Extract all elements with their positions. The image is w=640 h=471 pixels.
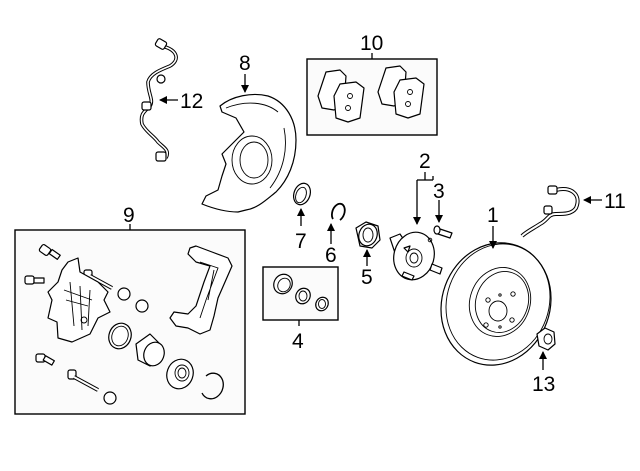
mounting-bolt-icon	[35, 353, 55, 366]
callout-4[interactable]: 4	[292, 330, 304, 353]
seal-ring-icon	[315, 296, 329, 312]
callout-9[interactable]: 9	[123, 204, 135, 227]
callout-3[interactable]: 3	[433, 180, 445, 203]
callout-8[interactable]: 8	[239, 52, 251, 75]
callout-1[interactable]: 1	[487, 204, 499, 227]
brake-hose-icon	[520, 185, 580, 238]
callout-12[interactable]: 12	[180, 90, 203, 113]
bushing-icon	[103, 391, 117, 405]
bleeder-bolt-icon	[38, 244, 61, 260]
abs-sensor-icon	[139, 38, 178, 162]
caliper-bracket-icon	[169, 245, 233, 335]
bushing-icon	[117, 287, 131, 301]
wheel-bearing-icon	[355, 221, 381, 249]
dust-boot-icon	[166, 358, 194, 390]
dust-seal-icon	[292, 182, 312, 206]
snap-ring-icon	[331, 202, 346, 221]
guide-pin-lower-icon	[67, 369, 99, 392]
splash-shield-icon	[201, 93, 297, 213]
callout-13[interactable]: 13	[532, 373, 555, 396]
caliper-body-icon	[47, 257, 111, 343]
retaining-ring-icon	[201, 372, 224, 400]
caliper-assembly-group[interactable]	[14, 224, 246, 415]
brake-rotor-icon	[440, 242, 552, 366]
seal-kit-group[interactable]	[262, 266, 339, 326]
callout-11[interactable]: 11	[604, 190, 626, 213]
bleeder-screw-icon	[24, 275, 45, 285]
lug-nut-icon	[536, 327, 556, 351]
callout-6[interactable]: 6	[325, 244, 337, 267]
bushing-icon	[135, 299, 149, 313]
callout-10[interactable]: 10	[360, 32, 383, 55]
brake-pad-icon	[377, 65, 425, 119]
callout-7[interactable]: 7	[295, 230, 307, 253]
seal-ring-icon	[273, 273, 293, 295]
wheel-stud-icon	[433, 225, 453, 239]
brake-pad-icon	[317, 69, 365, 123]
brake-pads-group[interactable]	[306, 53, 438, 136]
hub-assembly-icon	[389, 231, 443, 281]
callout-5[interactable]: 5	[361, 266, 373, 289]
callout-2[interactable]: 2	[419, 150, 431, 173]
seal-ring-icon	[295, 287, 311, 305]
piston-icon	[135, 333, 165, 367]
